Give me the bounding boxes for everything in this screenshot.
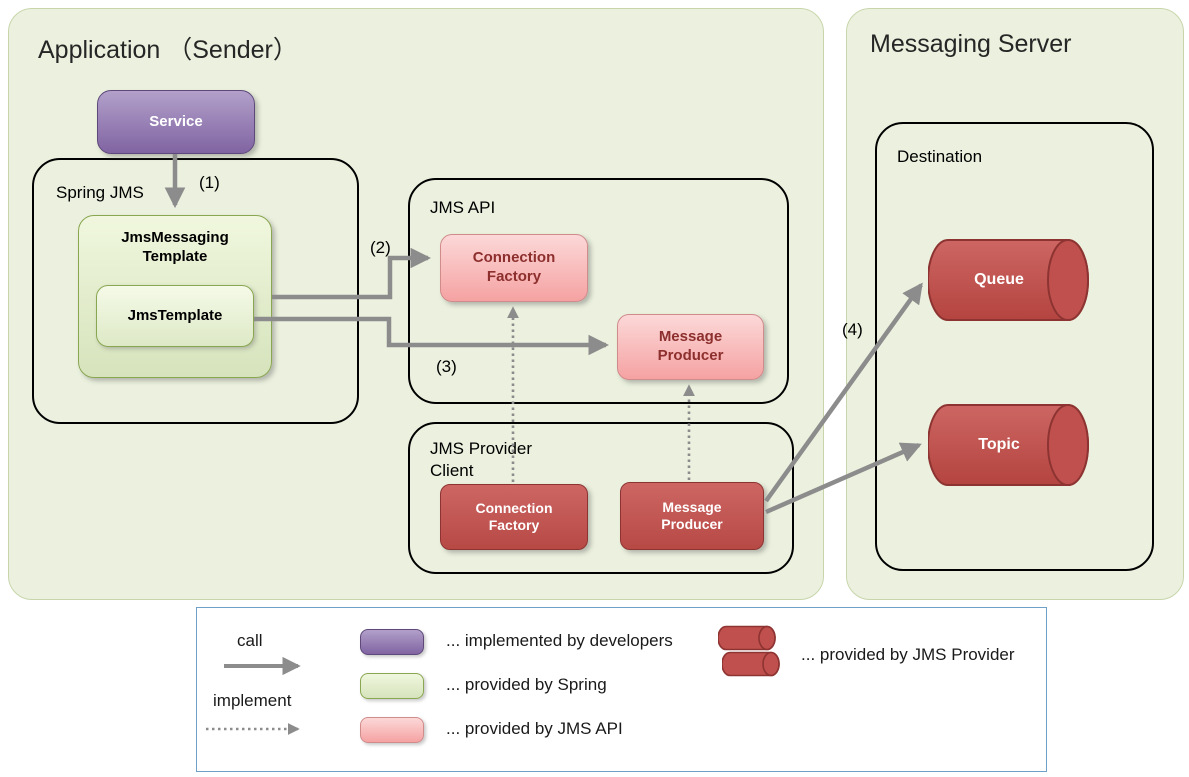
legend-cylinder-bottom (721, 651, 780, 677)
legend-jms-api-label: ... provided by JMS API (446, 719, 623, 738)
provider-connection-factory-node: Connection Factory (440, 484, 588, 550)
api-connection-factory-label: Connection Factory (472, 249, 556, 285)
legend-cylinder-bottom-shape (721, 651, 780, 677)
topic-label: Topic (978, 436, 1020, 453)
topic-cylinder: Topic (927, 403, 1090, 487)
step-1-label: (1) (199, 173, 220, 192)
destination-label: Destination (897, 147, 983, 166)
api-message-producer-node: Message Producer (617, 314, 764, 380)
legend-green-swatch (360, 673, 424, 699)
queue-label: Queue (974, 271, 1024, 288)
messaging-server-title: Messaging Server (870, 30, 1072, 58)
legend-cylinder-top-shape (717, 625, 776, 651)
service-label: Service (149, 112, 203, 130)
provider-connection-factory-label: Connection Factory (475, 499, 553, 534)
queue-cylinder-shape (927, 239, 1089, 321)
legend-implement-label: implement (213, 691, 292, 710)
legend-developers-label: ... implemented by developers (446, 631, 673, 650)
legend-cylinder-top (717, 625, 776, 651)
legend-spring-label: ... provided by Spring (446, 675, 607, 694)
jms-provider-client-label: JMS Provider Client (430, 439, 533, 481)
legend-purple-swatch (360, 629, 424, 655)
application-sender-title: Application （Sender） (38, 36, 298, 64)
api-connection-factory-node: Connection Factory (440, 234, 588, 302)
jms-messaging-template-label: JmsMessaging Template (121, 229, 229, 265)
api-message-producer-label: Message Producer (657, 328, 724, 364)
provider-message-producer-label: Message Producer (661, 498, 723, 533)
queue-cylinder: Queue (927, 238, 1090, 322)
jms-api-label: JMS API (430, 198, 496, 217)
destination-frame (875, 122, 1154, 571)
jms-template-label: JmsTemplate (127, 306, 223, 324)
step-3-label: (3) (436, 357, 457, 376)
spring-jms-label: Spring JMS (56, 183, 144, 202)
provider-message-producer-node: Message Producer (620, 482, 764, 550)
step-4-label: (4) (842, 320, 863, 339)
jms-template-node: JmsTemplate (96, 285, 254, 347)
legend-jms-provider-label: ... provided by JMS Provider (801, 645, 1015, 664)
topic-cylinder-shape (927, 404, 1089, 486)
legend-call-label: call (237, 631, 263, 650)
service-node: Service (97, 90, 255, 154)
step-2-label: (2) (370, 238, 391, 257)
legend-pink-swatch (360, 717, 424, 743)
legend-box: call implement ... implemented by develo… (196, 607, 1047, 772)
